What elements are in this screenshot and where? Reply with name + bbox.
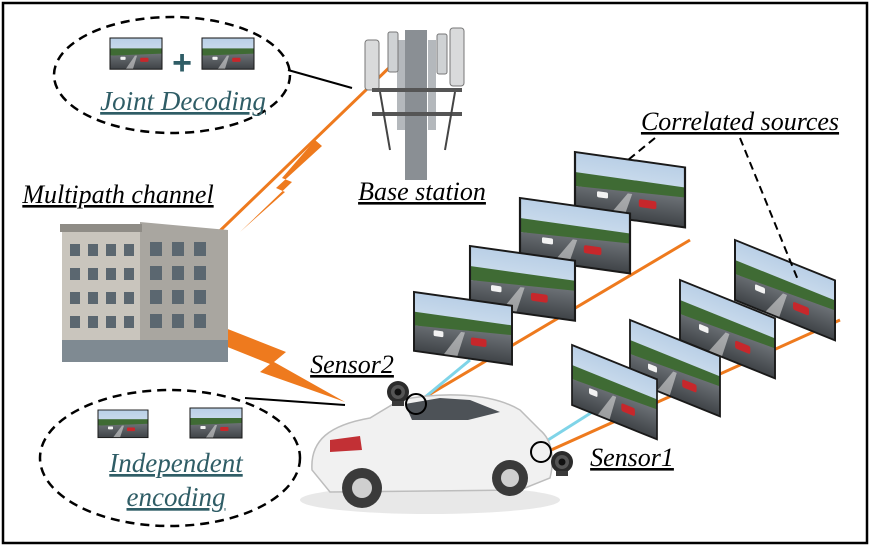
correlated-sources-label: Correlated sources xyxy=(641,107,839,136)
correlated-pointers xyxy=(627,137,799,281)
independent-connector xyxy=(244,397,346,406)
multipath-channel-label: Multipath channel xyxy=(21,180,213,209)
sensor2-label: Sensor2 xyxy=(310,350,394,379)
base-station-tower-icon xyxy=(364,27,465,180)
building-icon xyxy=(60,222,228,362)
image-frame-icon xyxy=(189,407,243,439)
base-station-label: Base station xyxy=(358,177,486,206)
independent-encoding-line2: encoding xyxy=(127,482,226,512)
joint-connector xyxy=(287,69,353,89)
sensor1-mount-marker xyxy=(530,441,552,463)
image-frame-icon xyxy=(201,37,255,70)
camera-sensor-icon xyxy=(551,451,573,476)
image-frame-icon xyxy=(109,37,163,70)
sensor2-mount-marker xyxy=(405,393,427,415)
image-frame-icon xyxy=(97,409,149,439)
joint-decoding-ellipse xyxy=(52,15,292,135)
lightning-bolt-icon xyxy=(200,322,345,402)
independent-encoding-ellipse xyxy=(38,388,302,528)
sensor1-label: Sensor1 xyxy=(590,443,674,472)
independent-encoding-line1: Independent xyxy=(108,448,244,478)
joint-decoding-label: Joint Decoding xyxy=(100,86,266,116)
car-icon xyxy=(300,394,560,514)
image-frame-icon xyxy=(413,291,513,366)
plus-symbol: + xyxy=(172,44,192,82)
lightning-bolt-icon xyxy=(240,140,322,232)
